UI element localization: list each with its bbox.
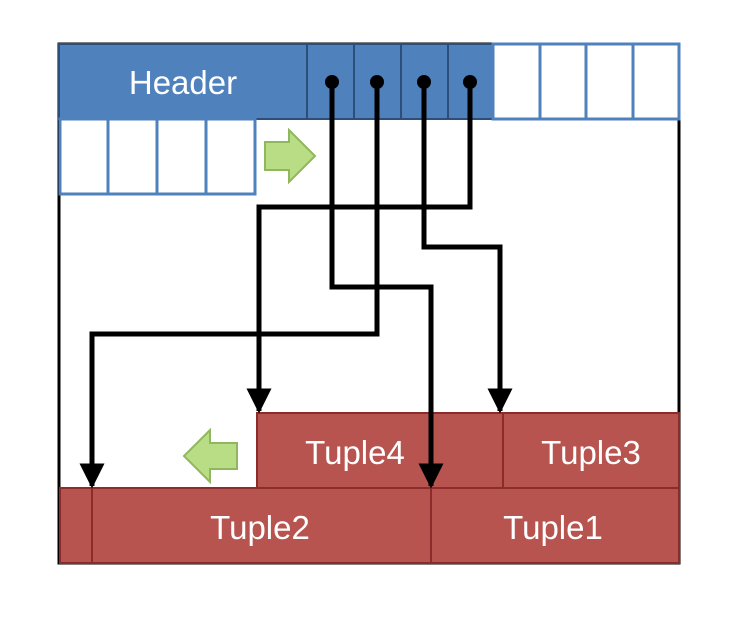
free-slot-array-top xyxy=(491,42,681,121)
pointer-slot1-to-tuple1 xyxy=(329,82,444,489)
free-slot-array-row2 xyxy=(58,117,257,196)
header-block xyxy=(58,43,308,120)
tuple1-label: Tuple1 xyxy=(503,509,603,546)
slot-dot xyxy=(463,75,477,89)
pointer-slot3-to-tuple3 xyxy=(421,82,513,414)
arrow-right-icon xyxy=(264,127,317,185)
free-slot xyxy=(584,42,635,121)
tuple3-block xyxy=(502,412,680,489)
tuple4-block xyxy=(256,412,504,489)
free-slot xyxy=(58,117,110,196)
free-slot xyxy=(631,42,681,121)
tuple2-label: Tuple2 xyxy=(210,509,310,546)
free-slot xyxy=(106,117,159,196)
slot-dot xyxy=(370,75,384,89)
tuple-sliver xyxy=(59,487,93,564)
free-slot xyxy=(538,42,588,121)
slot-dot xyxy=(325,75,339,89)
header-label: Header xyxy=(129,64,237,101)
free-slot xyxy=(204,117,257,196)
slot-dot xyxy=(417,75,431,89)
arrow-left-icon xyxy=(182,427,238,485)
tuple2-block xyxy=(91,487,432,564)
free-slot xyxy=(155,117,208,196)
free-slot xyxy=(491,42,542,121)
tuple4-label: Tuple4 xyxy=(305,434,405,471)
tuple1-block xyxy=(430,487,680,564)
tuple3-label: Tuple3 xyxy=(541,434,641,471)
slot-pointers xyxy=(79,82,513,489)
pointer-slot4-to-tuple4 xyxy=(246,82,473,414)
